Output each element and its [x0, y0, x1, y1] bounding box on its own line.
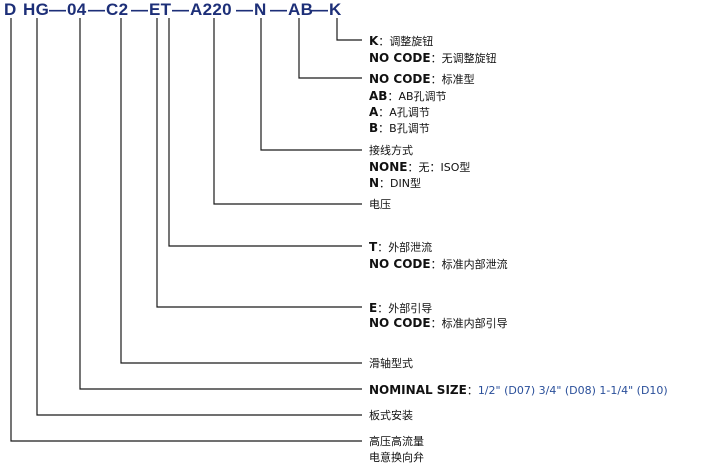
legend-key: NO CODE [369, 72, 431, 86]
legend-sep: ： [377, 241, 389, 254]
code-separator: — [131, 0, 149, 19]
legend-n-line2: NONE：无：ISO型 [369, 160, 470, 175]
legend-text: 标准内部引导 [441, 317, 508, 330]
code-separator: — [88, 0, 106, 19]
leader-line-a220 [213, 18, 362, 205]
code-segment-ab: AB [288, 0, 314, 19]
legend-sep: ： [430, 52, 442, 65]
legend-key: NOMINAL SIZE [369, 383, 467, 397]
legend-plate-mount: 板式安装 [369, 409, 413, 422]
code-separator: — [49, 0, 67, 19]
legend-sep: ： [378, 106, 390, 119]
legend-text: 无：ISO型 [418, 161, 471, 174]
legend-k-line2: NO CODE：无调整旋钮 [369, 51, 497, 66]
legend-sep: ： [377, 302, 389, 315]
legend-text: DIN型 [390, 177, 421, 190]
legend-key: NO CODE [369, 51, 431, 65]
legend-nominal-size: NOMINAL SIZE：1/2" (D07) 3/4" (D08) 1-1/4… [369, 383, 668, 398]
legend-text: 外部泄流 [388, 241, 433, 254]
legend-text: A孔调节 [389, 106, 430, 119]
legend-text: 无调整旋钮 [441, 52, 497, 65]
legend-d-line1: 高压高流量 [369, 435, 424, 448]
leader-line-k [336, 18, 362, 41]
leader-line-n [260, 18, 362, 151]
legend-sep: ： [430, 317, 442, 330]
legend-text: 调整旋钮 [389, 35, 434, 48]
legend-d-line2: 电意换向弁 [369, 451, 424, 464]
legend-ab-line4: B：B孔调节 [369, 121, 430, 136]
legend-key: B [369, 121, 379, 135]
legend-text: AB孔调节 [398, 90, 447, 103]
legend-e-line2: NO CODE：标准内部引导 [369, 316, 508, 331]
leader-line-c2 [120, 18, 362, 364]
code-segment-voltage: A220 [190, 0, 232, 19]
legend-sep: ： [379, 177, 391, 190]
legend-key: NONE [369, 160, 408, 174]
legend-k-line1: K：调整旋钮 [369, 34, 433, 49]
code-separator: — [172, 0, 190, 19]
code-separator: — [270, 0, 288, 19]
legend-sep: ： [387, 90, 399, 103]
legend-sep: ： [430, 258, 442, 271]
code-segment-k: K [329, 0, 342, 19]
leader-line-ab [298, 18, 362, 79]
legend-n-line3: N：DIN型 [369, 176, 421, 191]
code-segment-et: ET [149, 0, 172, 19]
leader-line-e [156, 18, 362, 308]
legend-key: NO CODE [369, 257, 431, 271]
legend-key: NO CODE [369, 316, 431, 330]
leader-line-d [10, 18, 362, 442]
leader-line-hg [36, 18, 362, 416]
legend-spool-type: 滑轴型式 [369, 357, 413, 370]
code-separator: — [311, 0, 329, 19]
legend-t-line1: T：外部泄流 [369, 240, 432, 255]
leader-line-04 [79, 18, 362, 390]
legend-n-title: 接线方式 [369, 144, 413, 157]
legend-sep: ： [430, 73, 442, 86]
code-segment-n: N [254, 0, 267, 19]
legend-sep: ： [378, 35, 390, 48]
legend-voltage: 电压 [369, 198, 391, 211]
legend-ab-line1: NO CODE：标准型 [369, 72, 475, 87]
legend-sep: ： [407, 161, 419, 174]
legend-key: T [369, 240, 378, 254]
legend-key: E [369, 301, 378, 315]
leader-line-et [168, 18, 362, 247]
legend-t-line2: NO CODE：标准内部泄流 [369, 257, 508, 272]
legend-text: 标准内部泄流 [441, 258, 508, 271]
legend-size-values: 1/2" (D07) 3/4" (D08) 1-1/4" (D10) [477, 384, 668, 397]
code-separator: — [236, 0, 254, 19]
legend-text: 外部引导 [388, 302, 433, 315]
legend-key: N [369, 176, 380, 190]
code-segment-spool: C2 [106, 0, 129, 19]
legend-e-line1: E：外部引导 [369, 301, 432, 316]
legend-text: B孔调节 [389, 122, 430, 135]
legend-sep: ： [466, 384, 478, 397]
legend-key: AB [369, 89, 388, 103]
legend-ab-line2: AB：AB孔调节 [369, 89, 447, 104]
legend-text: 标准型 [441, 73, 475, 86]
legend-ab-line3: A：A孔调节 [369, 105, 430, 120]
code-segment-d: D [4, 0, 17, 19]
legend-key: K [369, 34, 379, 48]
code-segment-hg: HG [23, 0, 50, 19]
code-segment-size: 04 [67, 0, 87, 19]
legend-sep: ： [378, 122, 390, 135]
legend-key: A [369, 105, 379, 119]
